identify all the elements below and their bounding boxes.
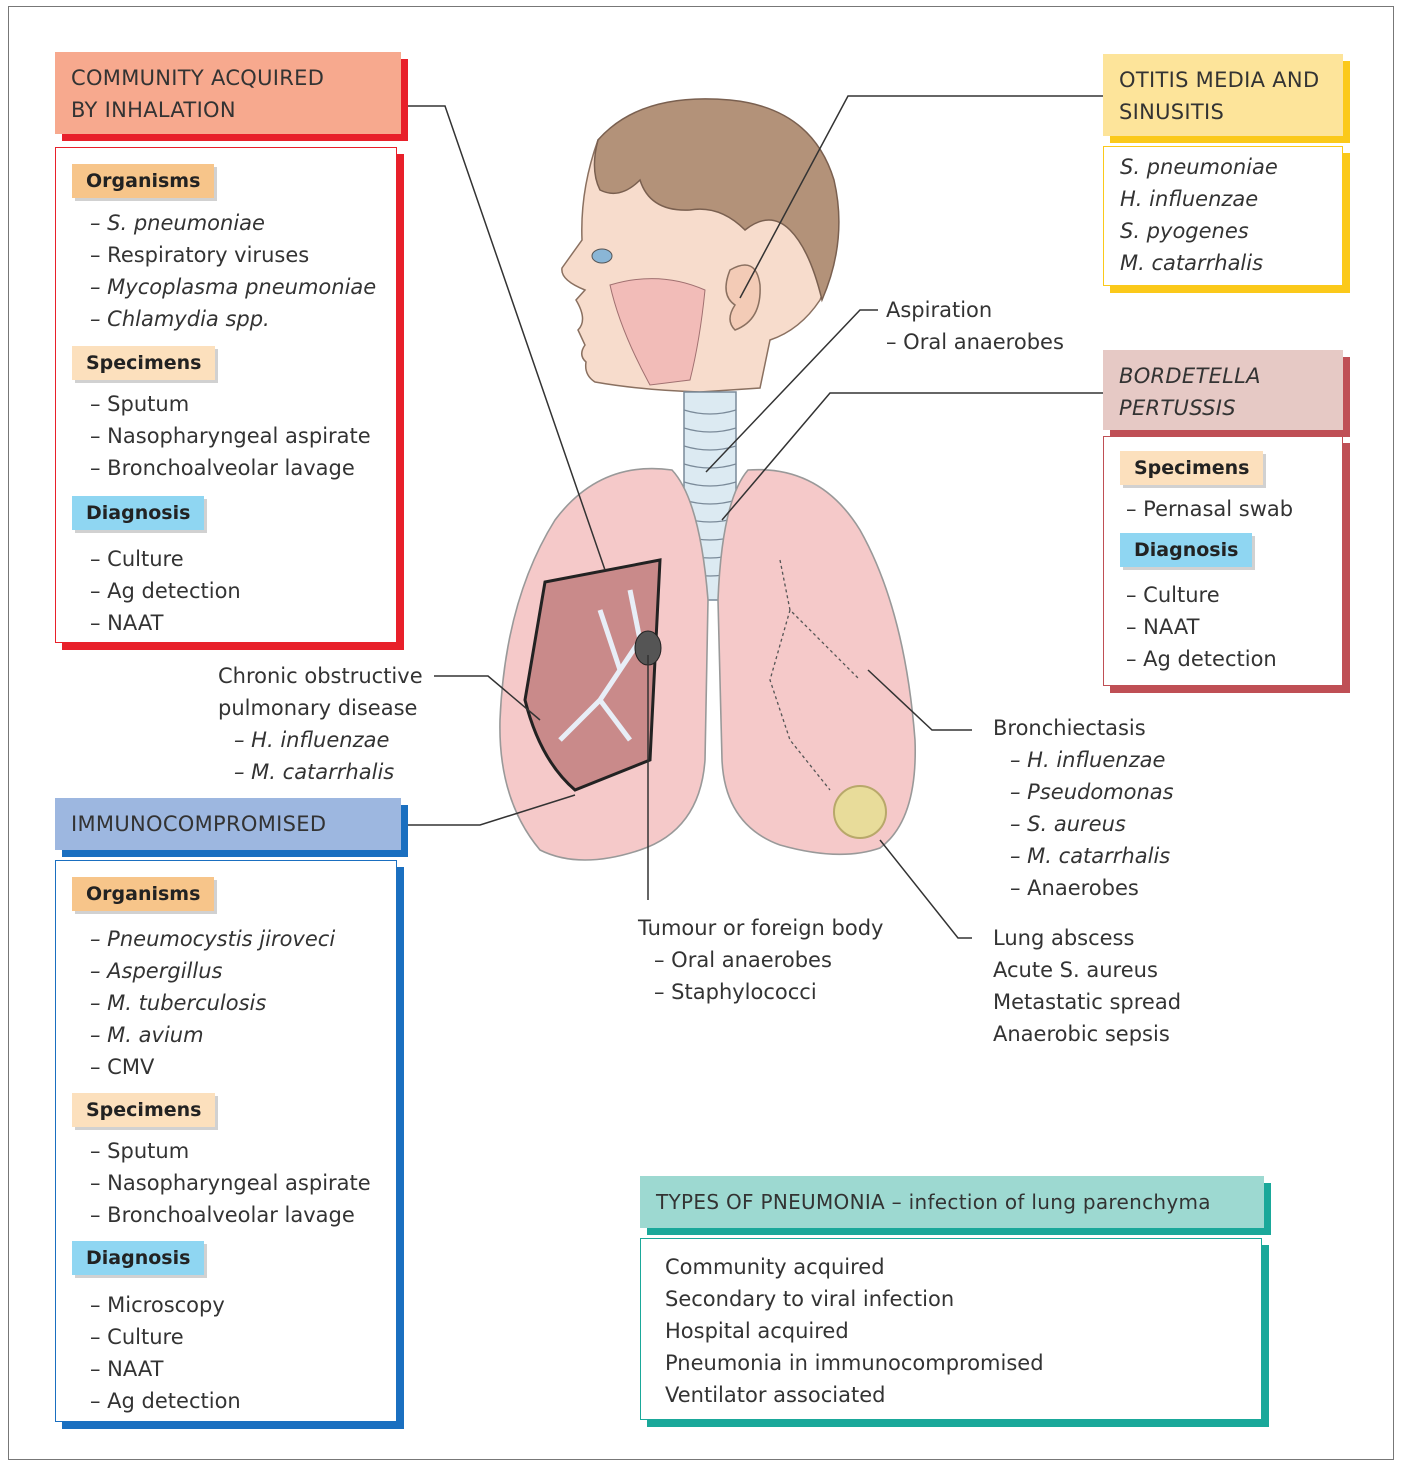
types-item-4: Pneumonia in immunocompromised (665, 1347, 1044, 1379)
types-item-1: Community acquired (665, 1251, 885, 1283)
immuno-organism-1: – Pneumocystis jiroveci (90, 923, 335, 955)
bronchiectasis-item-4: – M. catarrhalis (1010, 840, 1170, 872)
community-organism-2: – Respiratory viruses (90, 239, 309, 271)
immuno-header: IMMUNOCOMPROMISED (55, 798, 401, 850)
immuno-organism-5: – CMV (90, 1051, 154, 1083)
otitis-header: OTITIS MEDIA AND SINUSITIS (1103, 54, 1343, 136)
otitis-box: S. pneumoniae H. influenzae S. pyogenes … (1103, 146, 1343, 286)
types-item-3: Hospital acquired (665, 1315, 849, 1347)
types-box: Community acquired Secondary to viral in… (640, 1238, 1262, 1420)
otitis-organism-3: S. pyogenes (1120, 215, 1249, 247)
community-specimen-1: – Sputum (90, 388, 189, 420)
types-item-2: Secondary to viral infection (665, 1283, 954, 1315)
immuno-specimen-3: – Bronchoalveolar lavage (90, 1199, 355, 1231)
otitis-header-line1: OTITIS MEDIA AND (1119, 64, 1327, 96)
bordetella-diagnosis-3: – Ag detection (1126, 643, 1277, 675)
community-diagnosis-3: – NAAT (90, 607, 163, 639)
community-specimen-3: – Bronchoalveolar lavage (90, 452, 355, 484)
bordetella-header-line1: BORDETELLA (1119, 360, 1327, 392)
immuno-diagnosis-3: – NAAT (90, 1353, 163, 1385)
bronchiectasis-item-3: – S. aureus (1010, 808, 1126, 840)
aspiration-title: Aspiration (886, 294, 992, 326)
community-organisms-tag: Organisms (72, 164, 214, 198)
otitis-header-line2: SINUSITIS (1119, 96, 1327, 128)
immuno-specimens-tag: Specimens (72, 1093, 215, 1127)
immuno-diagnosis-1: – Microscopy (90, 1289, 225, 1321)
copd-item-2: – M. catarrhalis (234, 756, 394, 788)
otitis-organism-1: S. pneumoniae (1120, 151, 1278, 183)
immuno-organisms-tag: Organisms (72, 877, 214, 911)
bronchiectasis-item-1: – H. influenzae (1010, 744, 1165, 776)
immuno-specimen-2: – Nasopharyngeal aspirate (90, 1167, 371, 1199)
abscess-line-3: Metastatic spread (993, 986, 1181, 1018)
abscess-line-4: Anaerobic sepsis (993, 1018, 1170, 1050)
tumour-item-2: – Staphylococci (654, 976, 817, 1008)
community-header-line2: BY INHALATION (71, 94, 385, 126)
community-organism-3: – Mycoplasma pneumoniae (90, 271, 376, 303)
bronchiectasis-item-5: – Anaerobes (1010, 872, 1139, 904)
immuno-specimen-1: – Sputum (90, 1135, 189, 1167)
abscess-line-2: Acute S. aureus (993, 954, 1158, 986)
otitis-organism-2: H. influenzae (1120, 183, 1258, 215)
bordetella-box: Specimens – Pernasal swab Diagnosis – Cu… (1103, 436, 1343, 686)
bordetella-diagnosis-1: – Culture (1126, 579, 1220, 611)
copd-item-1: – H. influenzae (234, 724, 389, 756)
community-organism-4: – Chlamydia spp. (90, 303, 270, 335)
community-diagnosis-tag: Diagnosis (72, 496, 204, 530)
community-header: COMMUNITY ACQUIRED BY INHALATION (55, 52, 401, 134)
bordetella-specimens-tag: Specimens (1120, 451, 1263, 485)
immuno-diagnosis-tag: Diagnosis (72, 1241, 204, 1275)
community-diagnosis-1: – Culture (90, 543, 184, 575)
types-header: TYPES OF PNEUMONIA – infection of lung p… (640, 1176, 1264, 1228)
bordetella-diagnosis-2: – NAAT (1126, 611, 1199, 643)
community-organism-1: – S. pneumoniae (90, 207, 265, 239)
immuno-organism-3: – M. tuberculosis (90, 987, 266, 1019)
immuno-diagnosis-2: – Culture (90, 1321, 184, 1353)
community-header-line1: COMMUNITY ACQUIRED (71, 62, 385, 94)
bordetella-specimen-1: – Pernasal swab (1126, 493, 1293, 525)
otitis-organism-4: M. catarrhalis (1120, 247, 1263, 279)
bronchiectasis-title: Bronchiectasis (993, 712, 1146, 744)
tumour-item-1: – Oral anaerobes (654, 944, 832, 976)
community-specimens-tag: Specimens (72, 346, 215, 380)
tumour-title: Tumour or foreign body (638, 912, 883, 944)
bronchiectasis-item-2: – Pseudomonas (1010, 776, 1174, 808)
abscess-line-1: Lung abscess (993, 922, 1134, 954)
copd-title-line1: Chronic obstructive (218, 660, 423, 692)
head-illustration (562, 99, 839, 392)
immuno-diagnosis-4: – Ag detection (90, 1385, 241, 1417)
community-specimen-2: – Nasopharyngeal aspirate (90, 420, 371, 452)
bordetella-header-line2: PERTUSSIS (1119, 392, 1327, 424)
community-diagnosis-2: – Ag detection (90, 575, 241, 607)
community-box: Organisms – S. pneumoniae – Respiratory … (55, 147, 397, 643)
types-item-5: Ventilator associated (665, 1379, 885, 1411)
immuno-box: Organisms – Pneumocystis jiroveci – Aspe… (55, 860, 397, 1422)
bordetella-header: BORDETELLA PERTUSSIS (1103, 350, 1343, 430)
immuno-organism-2: – Aspergillus (90, 955, 222, 987)
bordetella-diagnosis-tag: Diagnosis (1120, 533, 1252, 567)
copd-title-line2: pulmonary disease (218, 692, 417, 724)
immuno-organism-4: – M. avium (90, 1019, 204, 1051)
aspiration-item: – Oral anaerobes (886, 326, 1064, 358)
